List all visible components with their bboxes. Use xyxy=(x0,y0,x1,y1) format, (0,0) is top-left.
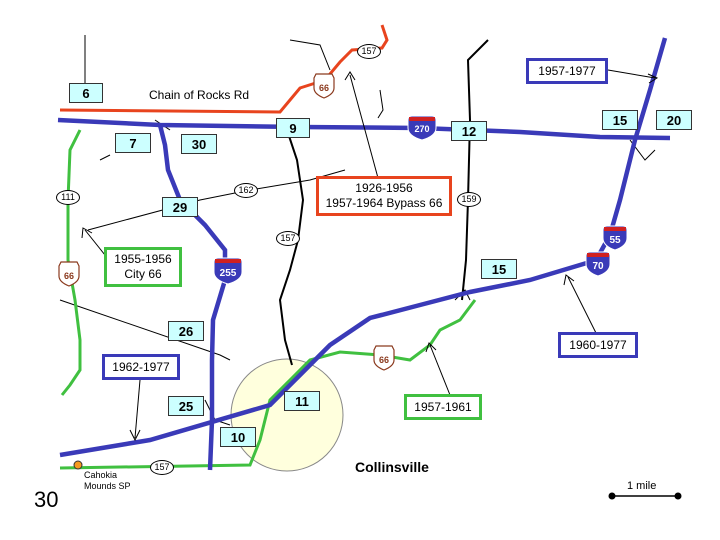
us66-shield-east: 66 xyxy=(373,345,395,371)
route-157-oval-south: 157 xyxy=(150,460,174,475)
i70-shield: 70 xyxy=(585,251,611,277)
city-label-collinsville: Collinsville xyxy=(355,459,429,475)
callout-city-66-line2: City 66 xyxy=(124,267,162,281)
callout-us66-1957-text: 1957-1961 xyxy=(414,399,472,414)
us66-shield-north: 66 xyxy=(313,73,335,99)
us66-shield-east-text: 66 xyxy=(379,355,389,365)
callout-bypass-66: 1926-1956 1957-1964 Bypass 66 xyxy=(316,176,452,216)
exit-6: 6 xyxy=(69,83,103,103)
collinsville-area xyxy=(230,358,344,472)
exit-30: 30 xyxy=(181,134,217,154)
callout-i255-text: 1962-1977 xyxy=(112,359,170,374)
route-157-oval-north: 157 xyxy=(357,44,381,59)
callout-arrows xyxy=(81,69,659,442)
park-label-line2: Mounds SP xyxy=(84,481,131,491)
road-label-chain-of-rocks: Chain of Rocks Rd xyxy=(149,88,250,102)
i55-shield: 55 xyxy=(602,225,628,251)
slide-number: 30 xyxy=(34,487,59,512)
scale-label: 1 mile xyxy=(627,480,657,492)
callout-i70: 1960-1977 xyxy=(558,332,638,358)
route-162-oval: 162 xyxy=(234,183,258,198)
shield-55-text: 55 xyxy=(609,235,621,246)
exit-20: 20 xyxy=(656,110,692,130)
us66-shield-west-text: 66 xyxy=(64,271,74,281)
callout-i55-text: 1957-1977 xyxy=(538,63,596,78)
exit-26: 26 xyxy=(168,321,204,341)
cahokia-mounds-marker xyxy=(73,460,83,470)
exit-11: 11 xyxy=(284,391,320,411)
callout-city-66: 1955-1956 City 66 xyxy=(104,247,182,287)
route-159 xyxy=(461,39,489,301)
shield-255-text: 255 xyxy=(220,268,237,279)
city-66-route xyxy=(59,129,477,470)
callout-i55: 1957-1977 xyxy=(526,58,608,84)
route-157-north xyxy=(278,129,305,366)
i-255 xyxy=(157,124,228,471)
exit-15-south: 15 xyxy=(481,259,517,279)
callout-bypass-66-line2: 1957-1964 Bypass 66 xyxy=(325,196,443,210)
i255-shield: 255 xyxy=(213,257,243,285)
shield-70-text: 70 xyxy=(592,261,604,272)
interstates xyxy=(57,37,671,471)
callout-city-66-line1: 1955-1956 xyxy=(114,252,172,266)
shield-270-text: 270 xyxy=(414,124,429,134)
exit-12: 12 xyxy=(451,121,487,141)
state-routes xyxy=(278,39,489,366)
exit-10: 10 xyxy=(220,427,256,447)
route-159-oval: 159 xyxy=(457,192,481,207)
exit-9: 9 xyxy=(276,118,310,138)
exit-25: 25 xyxy=(168,396,204,416)
exit-29: 29 xyxy=(162,197,198,217)
callout-bypass-66-line1: 1926-1956 xyxy=(355,181,413,195)
callout-i255: 1962-1977 xyxy=(102,354,180,380)
route-111-oval: 111 xyxy=(56,190,80,205)
callout-i70-text: 1960-1977 xyxy=(569,337,627,352)
bypass-66-route xyxy=(59,24,389,114)
exit-15-north: 15 xyxy=(602,110,638,130)
us66-shield-north-text: 66 xyxy=(319,83,329,93)
exit-7: 7 xyxy=(115,133,151,153)
park-label-line1: Cahokia xyxy=(84,470,118,480)
route-157-oval-mid: 157 xyxy=(276,231,300,246)
us66-shield-west: 66 xyxy=(58,261,80,287)
callout-us66-1957: 1957-1961 xyxy=(404,394,482,420)
scale-bar xyxy=(608,492,682,500)
i270-shield: 270 xyxy=(407,115,437,141)
